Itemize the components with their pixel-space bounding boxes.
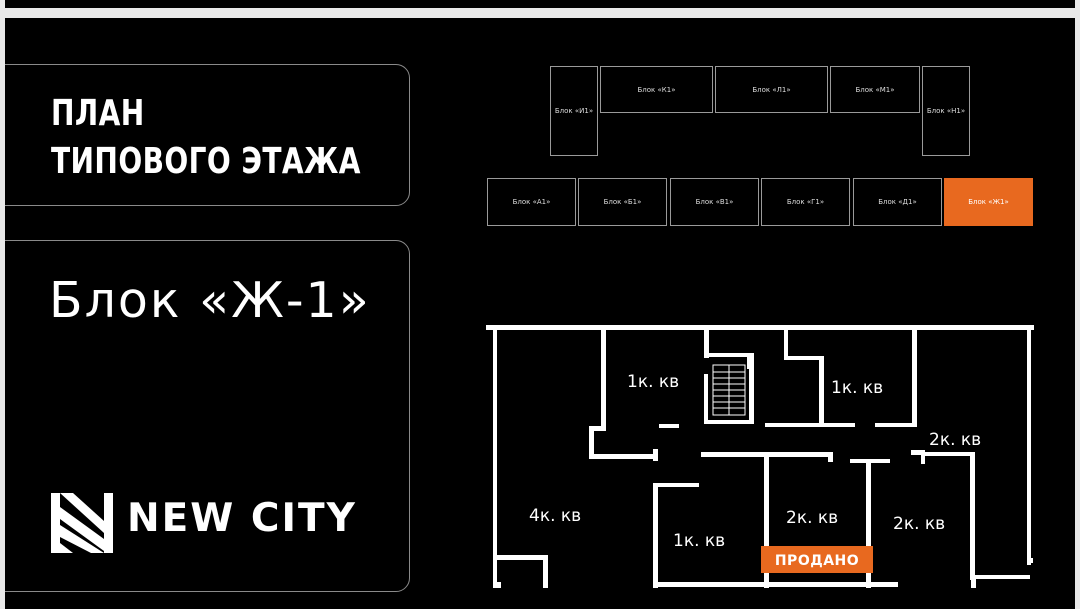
block-n1[interactable]: Блок «Н1» <box>922 66 970 156</box>
block-name: Блок «Ж-1» <box>49 272 371 329</box>
apartment-1k-bottom[interactable]: 1к. кв <box>673 531 725 551</box>
page-title: ПЛАН ТИПОВОГО ЭТАЖА <box>51 90 361 186</box>
brand-name: NEW CITY <box>127 496 357 541</box>
block-k1[interactable]: Блок «К1» <box>600 66 713 113</box>
sold-badge <box>761 546 873 573</box>
title-line-2: ТИПОВОГО ЭТАЖА <box>51 141 361 182</box>
block-v1[interactable]: Блок «В1» <box>670 178 759 226</box>
title-line-1: ПЛАН <box>51 93 145 134</box>
apartment-4k[interactable]: 4к. кв <box>529 506 581 526</box>
block-panel <box>5 240 410 592</box>
title-panel <box>5 64 410 206</box>
apartment-1k-top-left[interactable]: 1к. кв <box>627 372 679 392</box>
apartment-2k-middle[interactable]: 2к. кв <box>786 508 838 528</box>
apartment-1k-top-right[interactable]: 1к. кв <box>831 378 883 398</box>
block-l1[interactable]: Блок «Л1» <box>715 66 828 113</box>
block-d1[interactable]: Блок «Д1» <box>853 178 942 226</box>
block-i1[interactable]: Блок «И1» <box>550 66 598 156</box>
apartment-2k-right[interactable]: 2к. кв <box>929 430 981 450</box>
block-m1[interactable]: Блок «М1» <box>830 66 920 113</box>
floor-plan-slide: ПЛАН ТИПОВОГО ЭТАЖА Блок «Ж-1» NEW CITY … <box>5 18 1075 609</box>
block-b1[interactable]: Блок «Б1» <box>578 178 667 226</box>
block-g1[interactable]: Блок «Г1» <box>761 178 850 226</box>
previous-slide-strip <box>5 0 1075 8</box>
new-city-logo-icon <box>51 493 113 553</box>
apartment-2k-bottom-right[interactable]: 2к. кв <box>893 514 945 534</box>
floor-plan: 1к. кв 1к. кв 2к. кв 4к. кв 1к. кв 2к. к… <box>486 325 1034 588</box>
block-a1[interactable]: Блок «А1» <box>487 178 576 226</box>
block-zh1-active[interactable]: Блок «Ж1» <box>944 178 1033 226</box>
sold-badge-label: ПРОДАНО <box>775 553 859 569</box>
